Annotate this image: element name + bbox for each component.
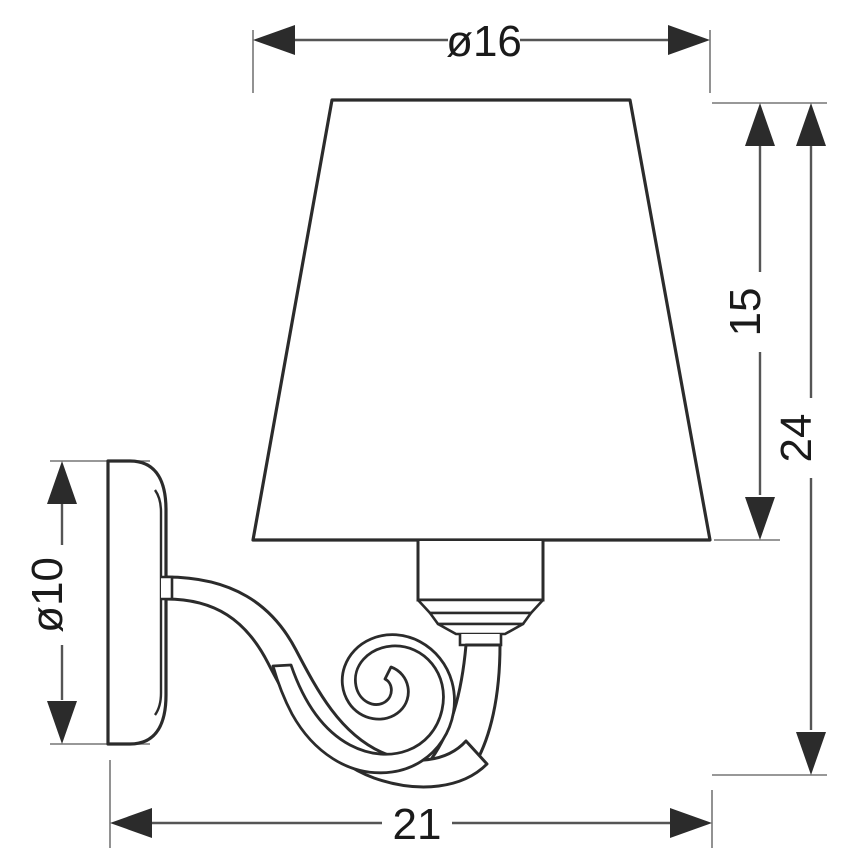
dimension-label-left: ø10 — [23, 557, 72, 633]
arrowhead-up-icon — [47, 461, 77, 504]
socket-ring-lower — [436, 622, 525, 636]
arrowhead-down-icon — [47, 701, 77, 744]
dimension-label-right-outer: 24 — [772, 414, 821, 463]
scroll-arm-assembly — [164, 575, 502, 789]
socket-collar — [458, 634, 503, 647]
dimension-top-diameter: ø16 — [253, 17, 710, 66]
plate-outline — [106, 459, 168, 746]
dimension-label-top: ø16 — [446, 17, 522, 66]
dimension-bottom-depth: 21 — [110, 800, 712, 849]
arrowhead-right-icon — [668, 25, 710, 55]
dimension-label-right-inner: 15 — [721, 288, 770, 337]
dimension-right-shade-height: 15 — [721, 103, 775, 540]
arm-main-sweep — [164, 575, 489, 789]
socket-ring-upper — [416, 598, 545, 615]
socket-ring-middle — [428, 611, 533, 626]
plate-inner-rim — [154, 489, 163, 716]
arrowhead-up-icon — [796, 103, 826, 146]
socket-assembly — [416, 541, 545, 647]
socket-body — [416, 541, 545, 602]
arrowhead-right-icon — [670, 808, 712, 838]
arrowhead-down-icon — [745, 497, 775, 540]
wall-mount-plate — [106, 459, 174, 746]
dimension-label-bottom: 21 — [393, 800, 442, 849]
decorative-spiral-scroll — [271, 633, 456, 775]
dimension-right-total-height: 24 — [772, 103, 826, 775]
dimension-left-plate-diameter: ø10 — [23, 461, 77, 744]
plate-arm-boss — [161, 575, 174, 601]
lampshade-outline — [251, 98, 712, 542]
arrowhead-down-icon — [796, 732, 826, 775]
arrowhead-left-icon — [110, 808, 152, 838]
arrowhead-left-icon — [253, 25, 295, 55]
arrowhead-up-icon — [745, 103, 775, 146]
